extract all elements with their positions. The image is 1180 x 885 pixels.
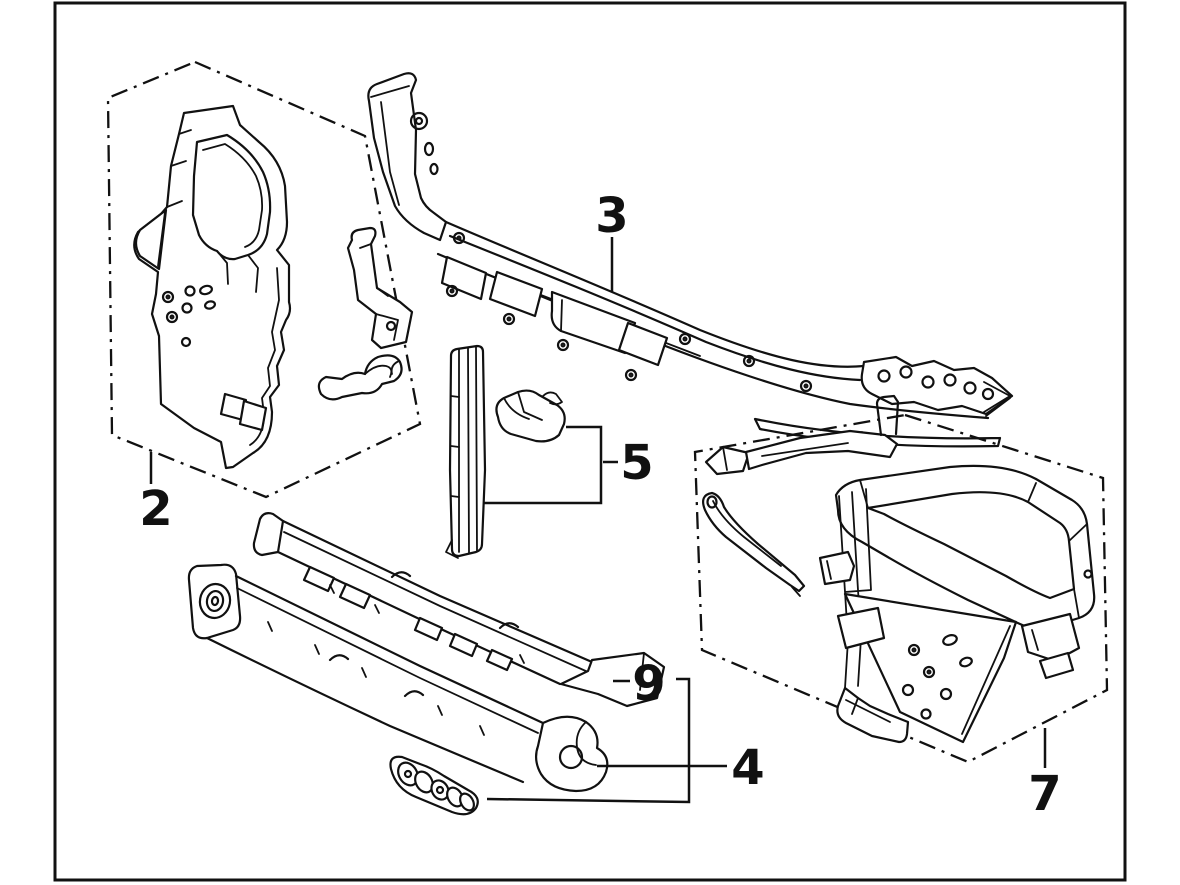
callout-label-7: 7 bbox=[1028, 766, 1061, 822]
callout-label-3: 3 bbox=[595, 188, 628, 244]
part-3-upper-crossmember bbox=[367, 72, 1014, 448]
small-bracket-part bbox=[346, 226, 414, 350]
callout-label-9: 9 bbox=[632, 656, 665, 712]
part-9-upper-rail bbox=[252, 512, 666, 708]
serrated-bracket-part bbox=[389, 755, 479, 816]
column-clip bbox=[836, 606, 886, 650]
part-2-left-side-panel bbox=[133, 104, 292, 470]
callout-label-2: 2 bbox=[139, 481, 172, 537]
bolt-holes bbox=[445, 231, 813, 393]
callout-label-5: 5 bbox=[620, 435, 653, 491]
callout-label-4: 4 bbox=[731, 740, 764, 796]
small-hook-part bbox=[317, 354, 403, 401]
callout-bracket-5 bbox=[484, 425, 618, 505]
part-5-center-stay-set bbox=[445, 344, 566, 559]
dashed-boundary-part-7 bbox=[693, 413, 1109, 764]
part-4-lower-crossmember bbox=[187, 563, 609, 793]
callout-bracket-4 bbox=[486, 677, 727, 804]
diagram-border-frame bbox=[53, 1, 1127, 882]
part-7-right-side-panel bbox=[702, 394, 1096, 744]
dashed-boundary-part-2 bbox=[106, 60, 422, 499]
